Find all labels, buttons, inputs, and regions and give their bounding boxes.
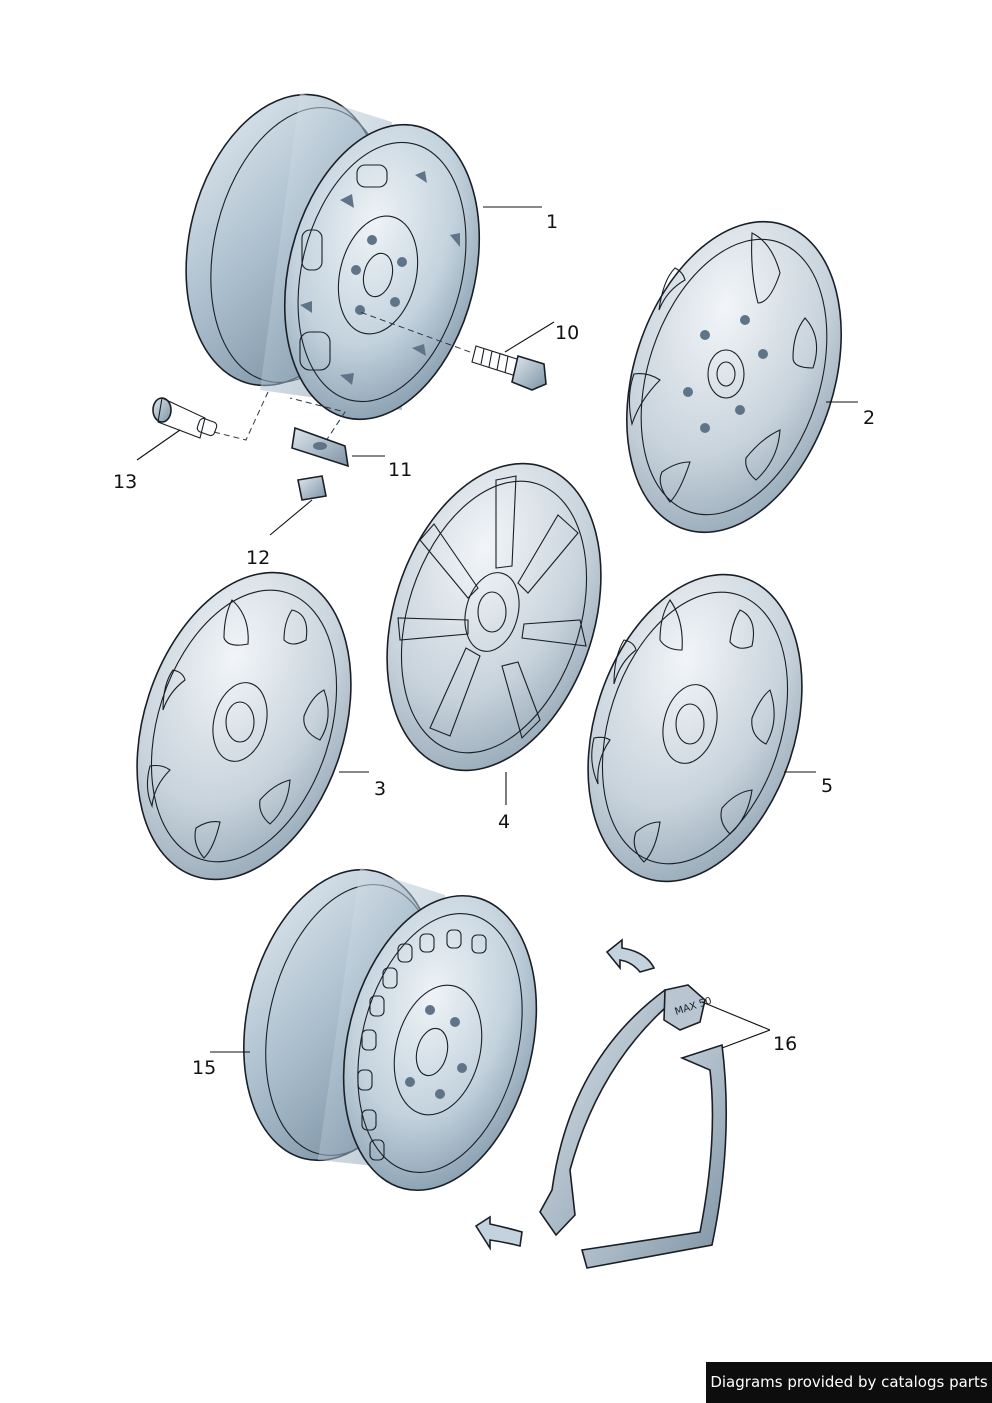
leader-13 xyxy=(136,429,181,461)
leader-12 xyxy=(269,499,313,536)
assembly-guides xyxy=(213,311,471,451)
callout-3: 3 xyxy=(374,778,386,800)
arrow-down-icon xyxy=(474,1215,523,1251)
callout-2: 2 xyxy=(863,407,875,429)
wheel-15 xyxy=(243,868,538,1192)
credit-footer: Diagrams provided by catalogs parts xyxy=(706,1362,992,1403)
wheel-cover-5 xyxy=(587,573,803,883)
wheel-cover-4 xyxy=(386,462,602,772)
band-16: MAX 50 xyxy=(539,984,728,1269)
wheel-bolt-10 xyxy=(471,345,547,391)
wheel-1 xyxy=(185,93,481,421)
callout-16: 16 xyxy=(773,1033,797,1055)
clip-12 xyxy=(297,475,327,501)
valve-13 xyxy=(152,397,218,439)
leader-16 xyxy=(701,1001,771,1049)
wheel-cover-3 xyxy=(136,571,352,881)
callout-1: 1 xyxy=(546,211,558,233)
callout-5: 5 xyxy=(821,775,833,797)
wheel-cover-2 xyxy=(626,220,842,534)
callout-4: 4 xyxy=(498,811,510,833)
callout-11: 11 xyxy=(388,459,412,481)
callout-12: 12 xyxy=(246,547,270,569)
callout-13: 13 xyxy=(113,471,137,493)
callout-10: 10 xyxy=(555,322,579,344)
callout-15: 15 xyxy=(192,1057,216,1079)
balance-weight-11 xyxy=(291,426,349,468)
leader-10 xyxy=(504,321,555,353)
arrow-up-icon xyxy=(605,938,656,973)
